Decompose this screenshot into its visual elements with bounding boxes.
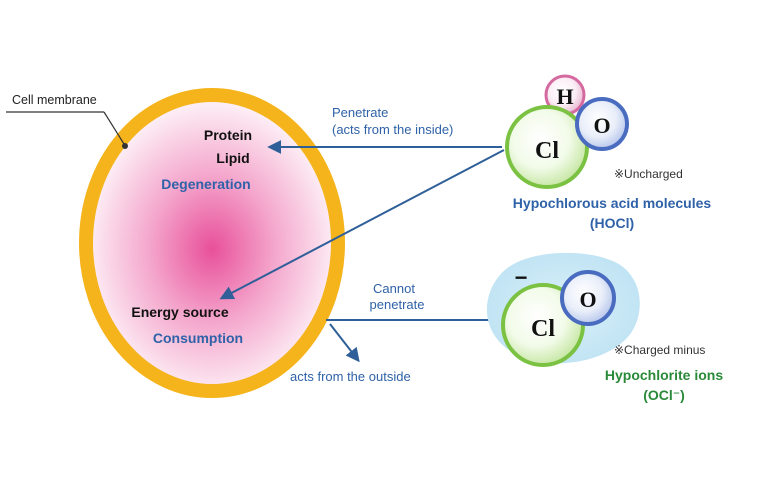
penetrate-arrow-energy: [219, 149, 505, 300]
o-atom-label: O: [593, 113, 610, 138]
hocl-name: Hypochlorous acid molecules: [513, 195, 712, 211]
membrane-leader-diagonal: [103, 111, 125, 145]
h-atom-label: H: [556, 84, 573, 109]
ion-o-atom-label: O: [579, 287, 596, 312]
hocl-note: ※Uncharged: [614, 167, 683, 181]
membrane-pointer-dot: [122, 143, 128, 149]
consumption-label: Consumption: [153, 330, 243, 346]
ion-o-atom: [560, 270, 616, 326]
cell-membrane: [79, 88, 345, 398]
ocl-formula: (OCl⁻): [643, 387, 685, 403]
outside-label: acts from the outside: [290, 369, 411, 384]
cell: [79, 88, 345, 398]
hocl-formula: (HOCl): [590, 215, 634, 231]
membrane-label: Cell membrane: [12, 93, 97, 107]
ocl-name: Hypochlorite ions: [605, 367, 723, 383]
ocl-note: ※Charged minus: [614, 343, 705, 357]
cannot-label: Cannot: [373, 281, 415, 296]
cl-atom: [505, 105, 589, 189]
penetrate-label: Penetrate: [332, 105, 388, 120]
ion-charge: −: [515, 265, 528, 290]
lipid-label: Lipid: [216, 150, 249, 166]
outside-arrow: [329, 323, 360, 363]
cl-atom-label: Cl: [535, 138, 559, 164]
ion-cl-atom-label: Cl: [531, 316, 555, 342]
energy-source-label: Energy source: [131, 304, 228, 320]
degeneration-label: Degeneration: [161, 176, 250, 192]
cell-interior: [86, 95, 338, 391]
o-atom: [575, 97, 629, 151]
ocl-ion: − Cl O: [486, 252, 640, 367]
penetrate-sub-label: (acts from the inside): [332, 122, 453, 137]
penetrate-no-label: penetrate: [370, 297, 425, 312]
hocl-molecule: H Cl O: [505, 74, 629, 189]
protein-label: Protein: [204, 127, 252, 143]
